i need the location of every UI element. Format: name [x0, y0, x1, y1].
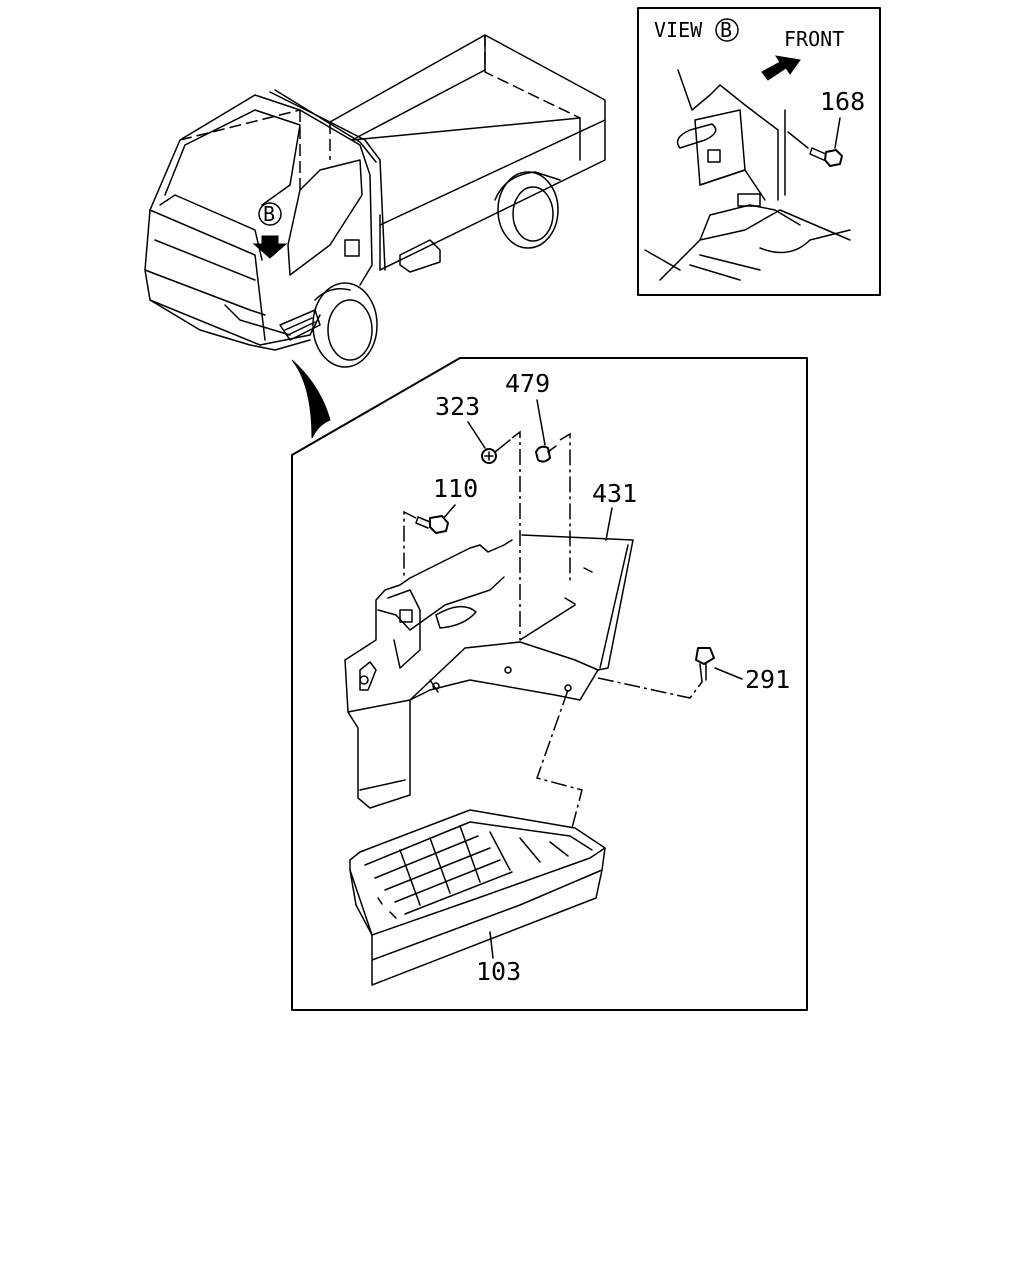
truck-illustration: B: [144, 34, 606, 439]
bolt-110-icon: [415, 515, 449, 534]
part-number: 431: [592, 479, 637, 508]
view-b-inset: VIEW B FRONT 168: [637, 7, 881, 296]
truck-marker-letter: B: [263, 202, 275, 226]
rivet-479-icon: [535, 445, 557, 463]
part-number: 323: [435, 392, 480, 421]
part-number: 168: [820, 87, 865, 116]
step-bracket-431: [344, 534, 634, 809]
bolt-168-icon: [809, 147, 843, 167]
detail-pointer-arrow-icon: [291, 359, 331, 439]
detail-box: 323 479 110 431: [291, 357, 808, 1011]
step-grating: [364, 821, 593, 915]
view-label-letter: B: [720, 18, 732, 42]
view-direction-arrow-icon: [252, 235, 288, 259]
front-label: FRONT: [784, 27, 844, 51]
view-label-prefix: VIEW: [654, 18, 703, 42]
screw-323-icon: [481, 439, 511, 464]
step-103: [349, 809, 606, 986]
part-number: 103: [476, 957, 521, 986]
part-number: 291: [745, 665, 790, 694]
part-number: 110: [433, 474, 478, 503]
front-arrow-icon: [761, 55, 801, 81]
part-number: 479: [505, 369, 550, 398]
bolt-291-icon: [695, 647, 715, 683]
